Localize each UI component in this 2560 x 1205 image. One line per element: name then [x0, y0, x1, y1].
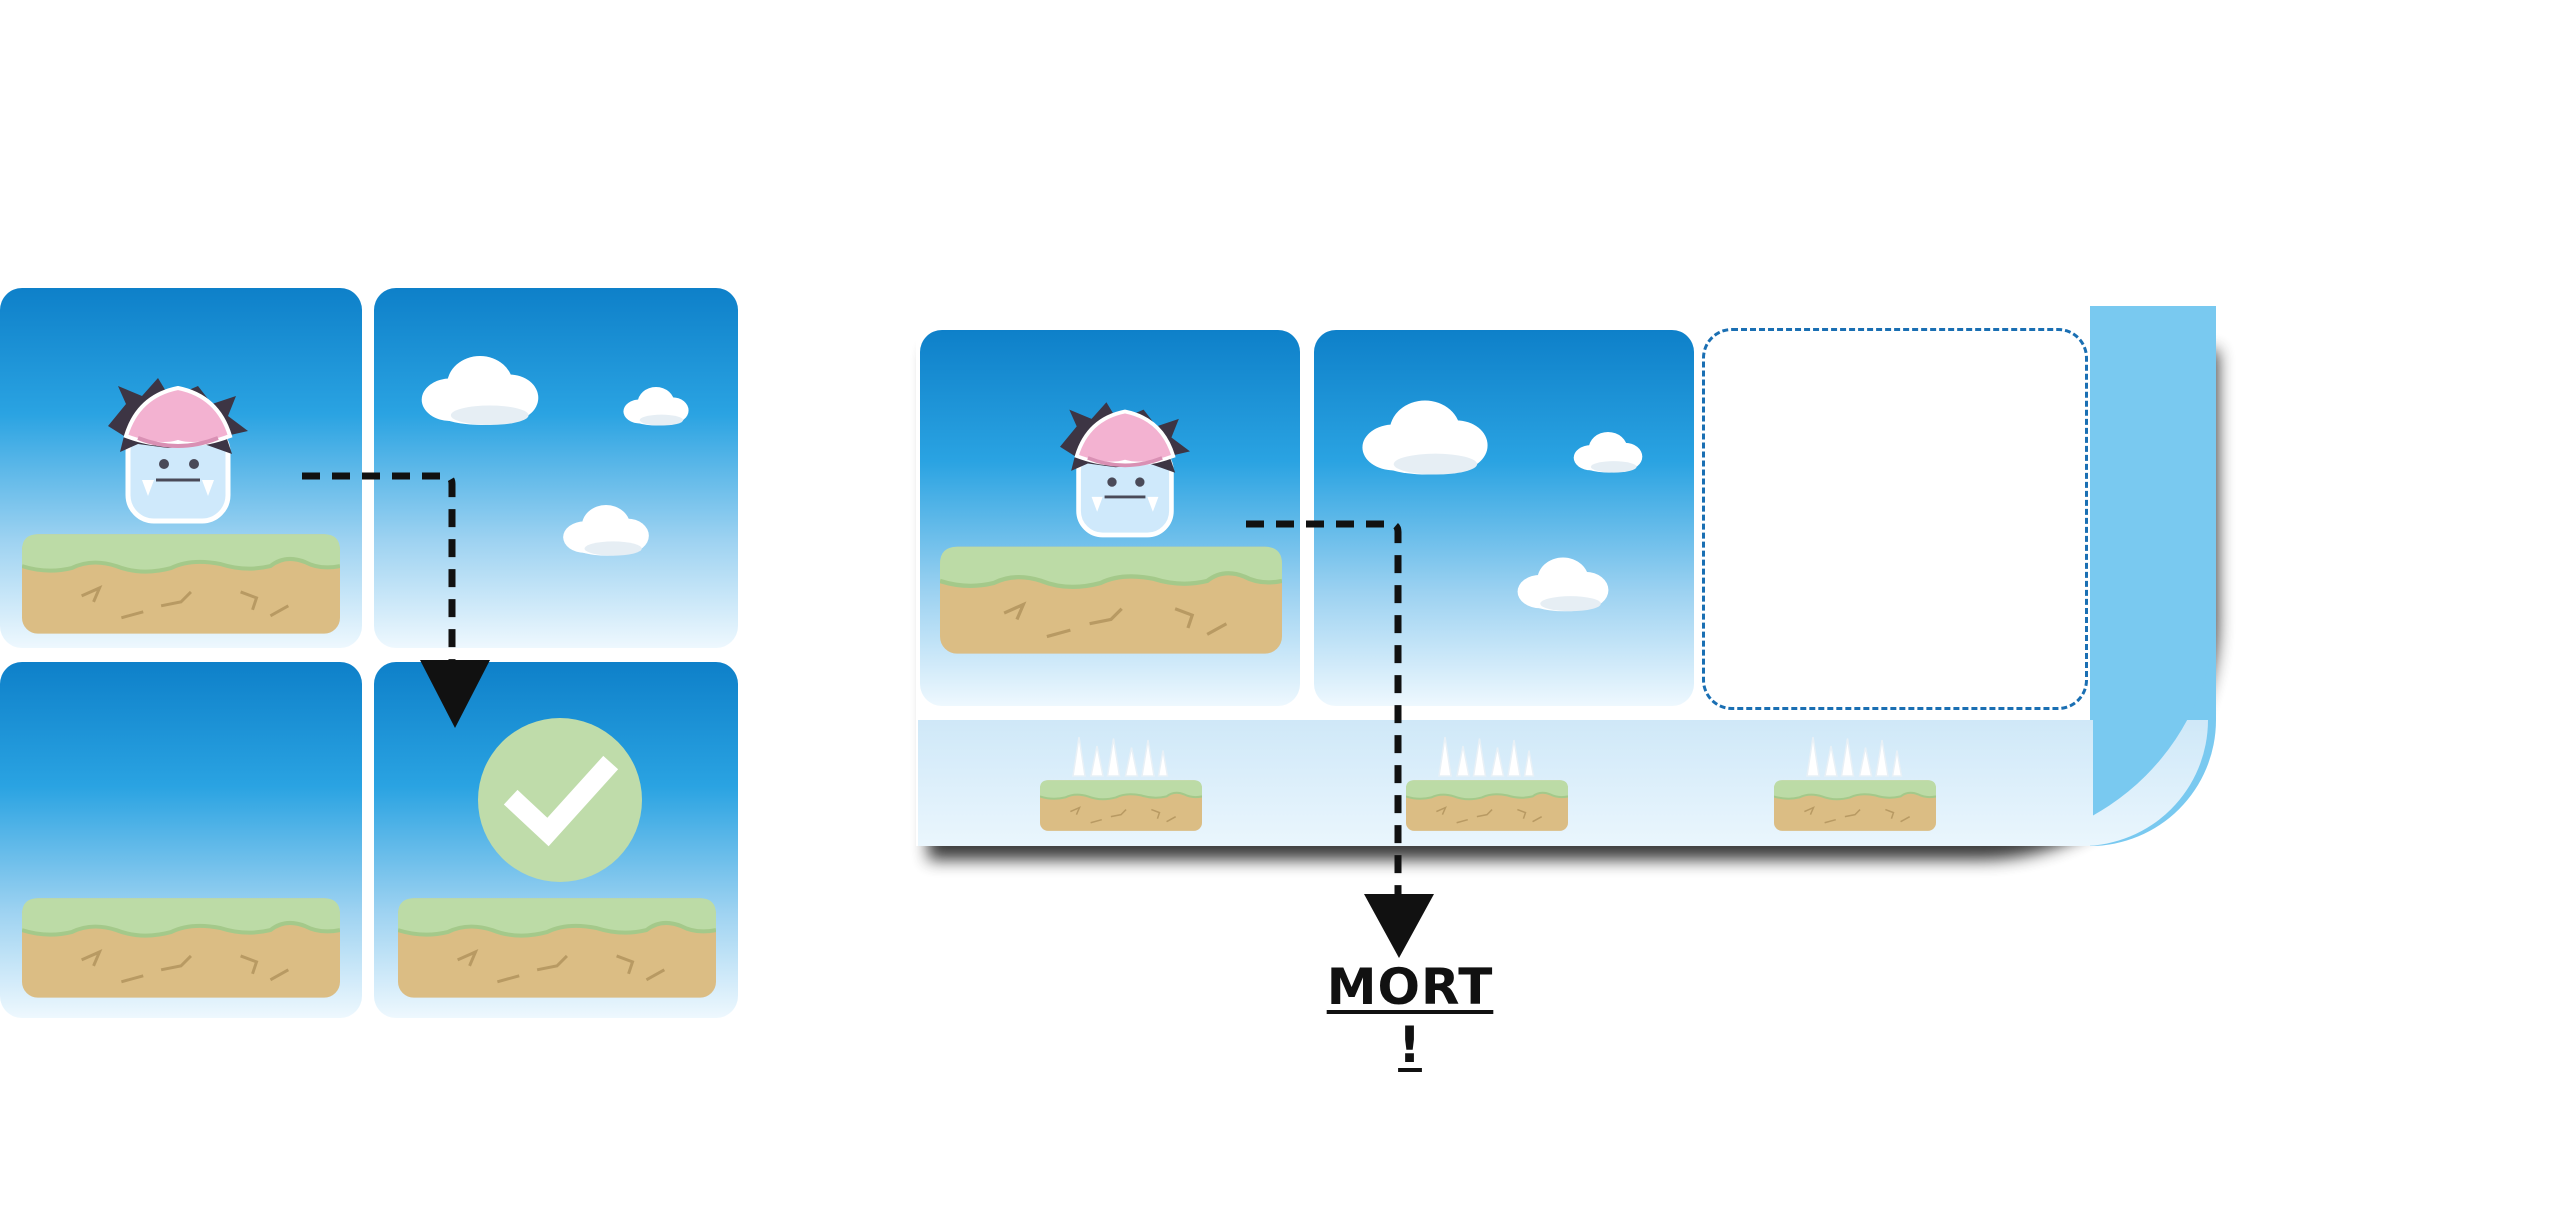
tile-hero-start[interactable] [920, 330, 1300, 706]
check-icon [503, 755, 619, 847]
path-arrow-death [1246, 520, 1434, 958]
success-badge [478, 718, 642, 882]
path-arrow-success [302, 472, 490, 728]
tile-ground[interactable] [0, 662, 362, 1018]
death-label: MORT ! [1326, 958, 1494, 1074]
left-board [0, 288, 740, 1018]
empty-slot[interactable] [1702, 328, 2088, 710]
tile-sky-clouds[interactable] [1314, 330, 1694, 706]
tile-goal[interactable] [374, 662, 738, 1018]
tile-sky-clouds[interactable] [374, 288, 738, 648]
right-board [910, 300, 2240, 958]
tile-hero-start[interactable] [0, 288, 362, 648]
